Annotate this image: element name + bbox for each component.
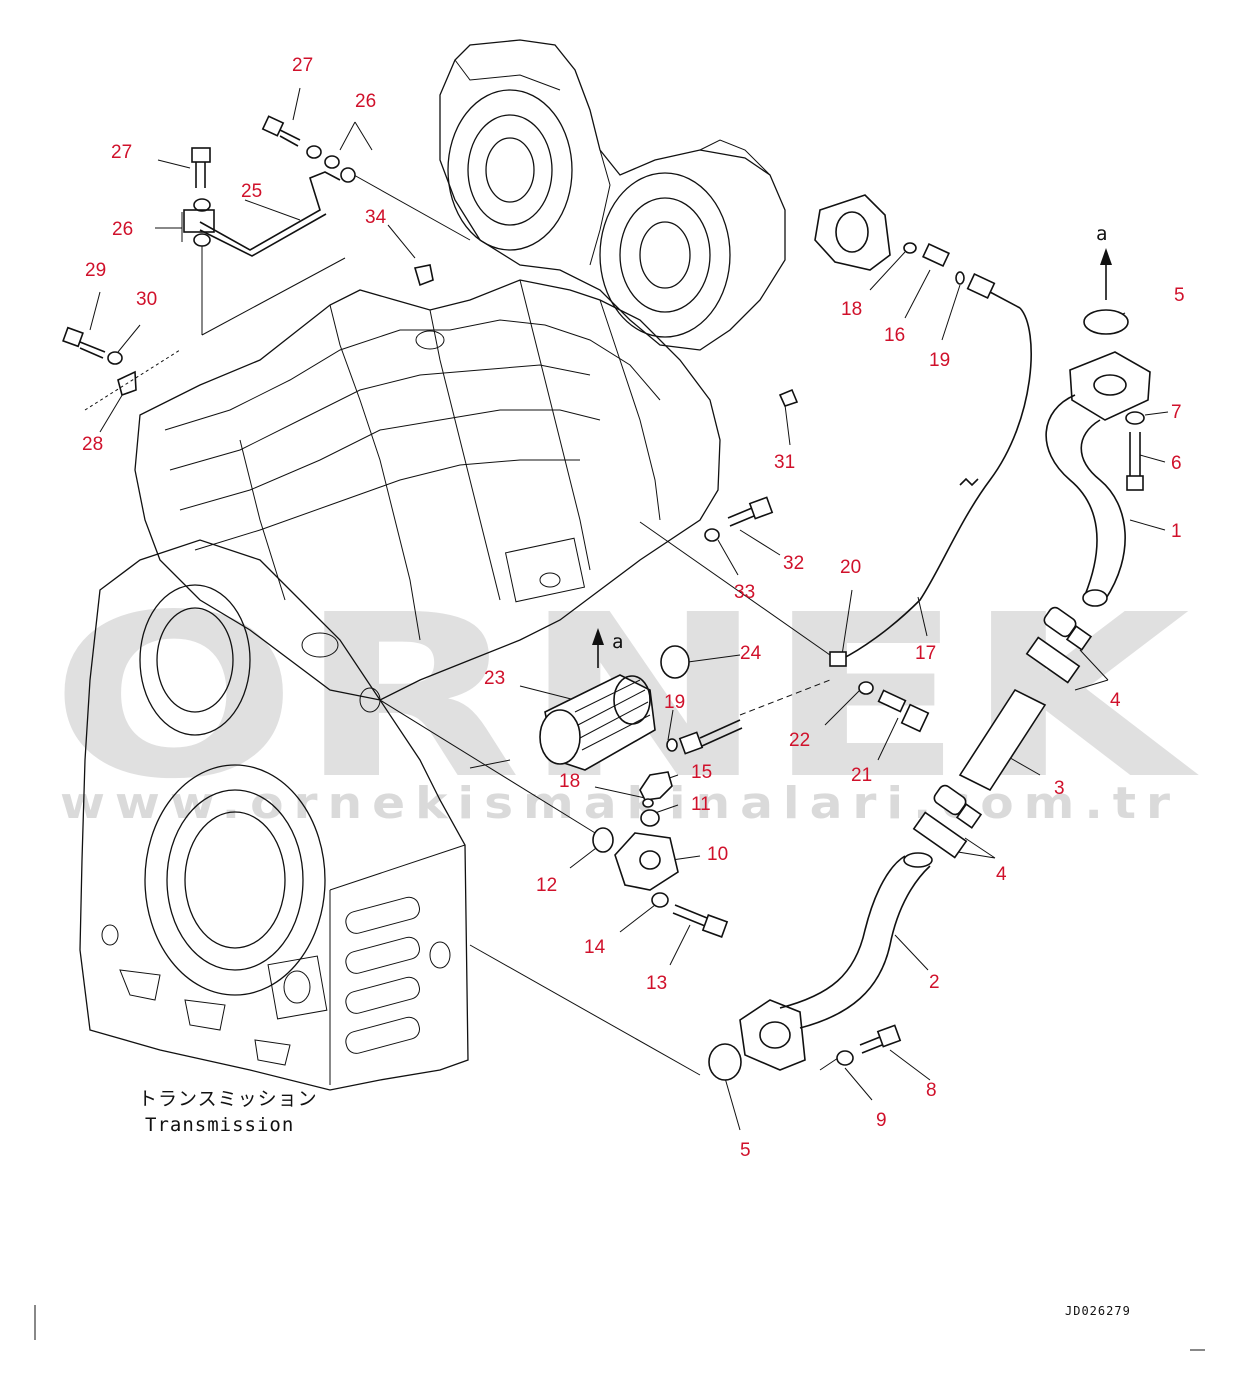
callout-15: 15 <box>691 762 712 783</box>
callout-22: 22 <box>789 730 810 751</box>
view-marker-top: a <box>1096 223 1108 245</box>
callout-3: 3 <box>1054 778 1065 799</box>
callout-18: 18 <box>559 771 580 792</box>
callout-16: 16 <box>884 325 905 346</box>
callout-19: 19 <box>664 692 685 713</box>
callout-10: 10 <box>707 844 728 865</box>
callout-23: 23 <box>484 668 505 689</box>
callout-32: 32 <box>783 553 804 574</box>
watermark-url: www.ornekismakinalari.com.tr <box>60 778 1180 829</box>
callout-27: 27 <box>292 55 313 76</box>
view-marker-mid: a <box>612 631 624 653</box>
callout-19: 19 <box>929 350 950 371</box>
caption-english: Transmission <box>145 1114 294 1136</box>
callout-26: 26 <box>355 91 376 112</box>
view-arrows <box>592 248 1112 668</box>
callout-33: 33 <box>734 582 755 603</box>
callout-5: 5 <box>740 1140 751 1161</box>
callout-26: 26 <box>112 219 133 240</box>
callout-28: 28 <box>82 434 103 455</box>
callout-25: 25 <box>241 181 262 202</box>
callout-27: 27 <box>111 142 132 163</box>
callout-21: 21 <box>851 765 872 786</box>
callout-6: 6 <box>1171 453 1182 474</box>
callouts: 27 26 27 25 26 34 29 30 28 18 16 19 5 7 … <box>82 55 1185 1161</box>
callout-4: 4 <box>996 864 1007 885</box>
parts <box>62 115 1151 1081</box>
callout-31: 31 <box>774 452 795 473</box>
callout-29: 29 <box>85 260 106 281</box>
callout-14: 14 <box>584 937 606 958</box>
callout-30: 30 <box>136 289 157 310</box>
callout-4: 4 <box>1110 690 1121 711</box>
callout-13: 13 <box>646 973 667 994</box>
transmission-housing <box>79 39 786 1091</box>
callout-12: 12 <box>536 875 557 896</box>
callout-17: 17 <box>915 643 936 664</box>
bolt-27-top <box>261 115 301 147</box>
callout-20: 20 <box>840 557 861 578</box>
callout-7: 7 <box>1171 402 1182 423</box>
leader-lines <box>89 87 1169 1131</box>
callout-2: 2 <box>929 972 940 993</box>
callout-11: 11 <box>691 794 711 815</box>
callout-5: 5 <box>1174 285 1185 306</box>
callout-8: 8 <box>926 1080 937 1101</box>
caption-japanese: トランスミッション <box>138 1088 318 1110</box>
drawing-code: JD026279 <box>1065 1304 1131 1318</box>
callout-1: 1 <box>1171 521 1182 542</box>
callout-24: 24 <box>740 643 762 664</box>
callout-34: 34 <box>365 207 387 228</box>
callout-18: 18 <box>841 299 862 320</box>
callout-9: 9 <box>876 1110 887 1131</box>
